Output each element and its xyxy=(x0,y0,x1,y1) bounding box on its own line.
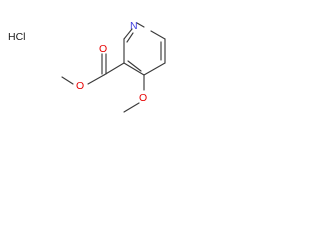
bond-c3-c4 xyxy=(143,62,166,76)
bond-c5-c6 xyxy=(150,30,166,40)
bond-n1-c2-inner xyxy=(126,32,134,43)
bond-c2-carbonyl xyxy=(103,62,125,76)
salt-label: HCl xyxy=(8,31,26,43)
bond-methoxy-o-methyl xyxy=(123,102,140,113)
ester-oxygen-label: O xyxy=(76,80,84,92)
bond-c2-c3-link xyxy=(123,62,145,76)
ester-group xyxy=(61,53,125,85)
bond-carbonyl-ester-o xyxy=(87,74,105,85)
carbonyl-oxygen-label: O xyxy=(99,43,107,55)
ring-nitrogen-label: N xyxy=(130,20,138,32)
bond-n1-c6 xyxy=(136,22,145,28)
methoxy-group xyxy=(123,74,145,113)
methoxy-oxygen-label: O xyxy=(139,92,147,104)
bond-ester-o-methyl xyxy=(61,76,74,85)
bond-n1-c2 xyxy=(123,28,133,40)
chemical-structure: HCl N O O O xyxy=(8,20,166,113)
pyridine-ring xyxy=(123,22,166,76)
bond-c3-c2-inner xyxy=(127,60,142,72)
